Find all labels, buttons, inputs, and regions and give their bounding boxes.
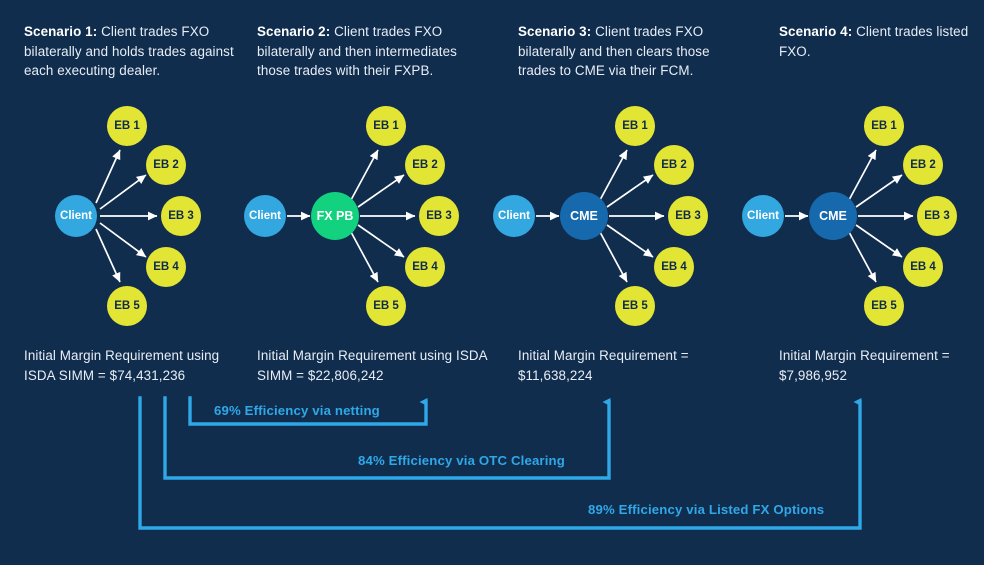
scenario-2-node-eb-4[interactable]: EB 4 [405,247,445,287]
scenario-4-node-eb-5[interactable]: EB 5 [864,286,904,326]
scenario-4-node-eb-4[interactable]: EB 4 [903,247,943,287]
scenario-2-description: Client trades FXO bilaterally and then i… [257,24,457,78]
scenario-1-node-eb-4[interactable]: EB 4 [146,247,186,287]
scenario-3-label: Scenario 3: [518,24,592,39]
scenario-1-node-eb-5[interactable]: EB 5 [107,286,147,326]
scenario-2-margin-caption: Initial Margin Requirement using ISDA SI… [257,348,487,383]
scenario-3-node-eb-3[interactable]: EB 3 [668,196,708,236]
scenario-1-label: Scenario 1: [24,24,98,39]
scenario-2-heading: Scenario 2: Client trades FXO bilaterall… [257,22,487,81]
scenario-1-description: Client trades FXO bilaterally and holds … [24,24,234,78]
bracket-otc-clearing-label: 84% Efficiency via OTC Clearing [358,453,565,468]
scenario-3-heading: Scenario 3: Client trades FXO bilaterall… [518,22,746,81]
scenario-3-node-cme[interactable]: CME [560,192,608,240]
scenario-2-node-eb-3[interactable]: EB 3 [419,196,459,236]
scenario-3-node-eb-1[interactable]: EB 1 [615,106,655,146]
scenario-2-node-eb-1[interactable]: EB 1 [366,106,406,146]
scenario-4-node-eb-1[interactable]: EB 1 [864,106,904,146]
scenario-4-heading: Scenario 4: Client trades listed FXO. [779,22,979,61]
scenario-1-heading: Scenario 1: Client trades FXO bilaterall… [24,22,239,81]
scenario-1-node-client[interactable]: Client [55,195,97,237]
scenario-4-node-client[interactable]: Client [742,195,784,237]
scenario-2-node-client[interactable]: Client [244,195,286,237]
scenario-3-margin-caption: Initial Margin Requirement = $11,638,224 [518,348,689,383]
scenario-3-description: Client trades FXO bilaterally and then c… [518,24,710,78]
scenario-1-node-eb-1[interactable]: EB 1 [107,106,147,146]
scenario-2-node-eb-2[interactable]: EB 2 [405,145,445,185]
scenario-1-margin-caption: Initial Margin Requirement using ISDA SI… [24,348,220,383]
scenario-3-node-eb-2[interactable]: EB 2 [654,145,694,185]
scenario-4-margin-caption: Initial Margin Requirement = $7,986,952 [779,348,950,383]
scenario-1-node-eb-2[interactable]: EB 2 [146,145,186,185]
scenario-1-node-eb-3[interactable]: EB 3 [161,196,201,236]
scenario-3-node-eb-4[interactable]: EB 4 [654,247,694,287]
scenario-2-node-fxpb[interactable]: FX PB [311,192,359,240]
scenario-4-node-eb-3[interactable]: EB 3 [917,196,957,236]
scenario-2-label: Scenario 2: [257,24,331,39]
bracket-netting-label: 69% Efficiency via netting [214,403,380,418]
bracket-listed-fx-label: 89% Efficiency via Listed FX Options [588,502,825,517]
scenario-2-node-eb-5[interactable]: EB 5 [366,286,406,326]
scenario-4-label: Scenario 4: [779,24,853,39]
scenario-4-node-eb-2[interactable]: EB 2 [903,145,943,185]
scenario-4-node-cme[interactable]: CME [809,192,857,240]
scenario-3-node-client[interactable]: Client [493,195,535,237]
scenario-4-description: Client trades listed FXO. [779,24,969,59]
scenario-3-node-eb-5[interactable]: EB 5 [615,286,655,326]
